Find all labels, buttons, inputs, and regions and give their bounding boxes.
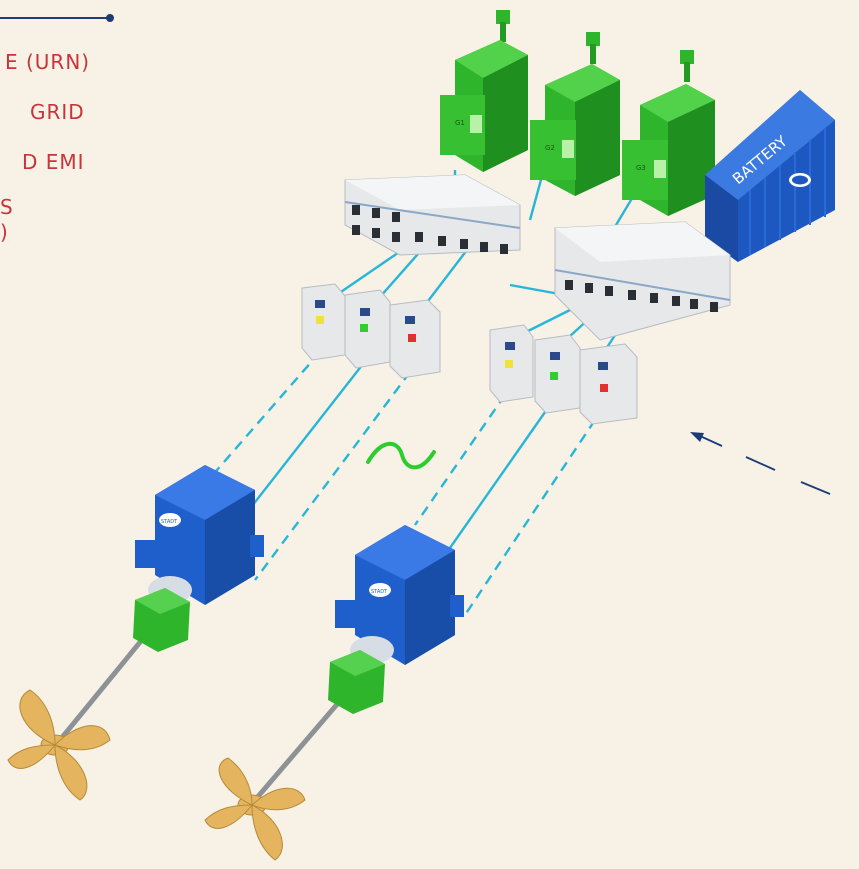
legend-line-3: D EMI bbox=[22, 150, 85, 174]
propeller-1 bbox=[7, 689, 111, 801]
propeller-shafts bbox=[57, 627, 348, 803]
gearbox-1 bbox=[133, 588, 190, 652]
legend-divider bbox=[0, 14, 114, 22]
legend-line-4: S bbox=[0, 195, 14, 219]
drive-cabinet bbox=[489, 324, 534, 403]
drive-cabinet bbox=[389, 299, 441, 379]
battery-container: BATTERY bbox=[705, 90, 835, 262]
propeller-2 bbox=[204, 757, 306, 861]
drive-cabinet bbox=[344, 289, 391, 369]
legend-line-5: ) bbox=[0, 220, 9, 244]
engine-g3: G3 bbox=[622, 50, 715, 216]
incoming-arrow-icon bbox=[690, 432, 831, 495]
electric-motor-2: STADT bbox=[335, 525, 464, 665]
drive-cabinet bbox=[534, 334, 581, 414]
legend-line-2: GRID bbox=[30, 100, 85, 124]
engine-g2: G2 bbox=[530, 32, 620, 196]
legend-line-1: E (URN) bbox=[5, 50, 91, 74]
engine-tag: G1 bbox=[455, 119, 465, 127]
ac-symbol-icon bbox=[366, 441, 436, 470]
electric-motor-1: STADT bbox=[135, 465, 264, 605]
dashed-cables bbox=[209, 351, 596, 616]
drive-cabinet bbox=[579, 343, 638, 425]
main-switchboard-2 bbox=[554, 221, 731, 341]
engine-g1: G1 bbox=[440, 10, 528, 172]
engine-tag: G3 bbox=[636, 164, 646, 172]
motor-badge: STADT bbox=[161, 519, 178, 525]
drive-cabinet bbox=[301, 283, 346, 361]
main-switchboard-1 bbox=[344, 174, 521, 256]
engine-tag: G2 bbox=[545, 144, 555, 152]
motor-badge: STADT bbox=[371, 589, 388, 595]
gearbox-2 bbox=[328, 650, 385, 714]
